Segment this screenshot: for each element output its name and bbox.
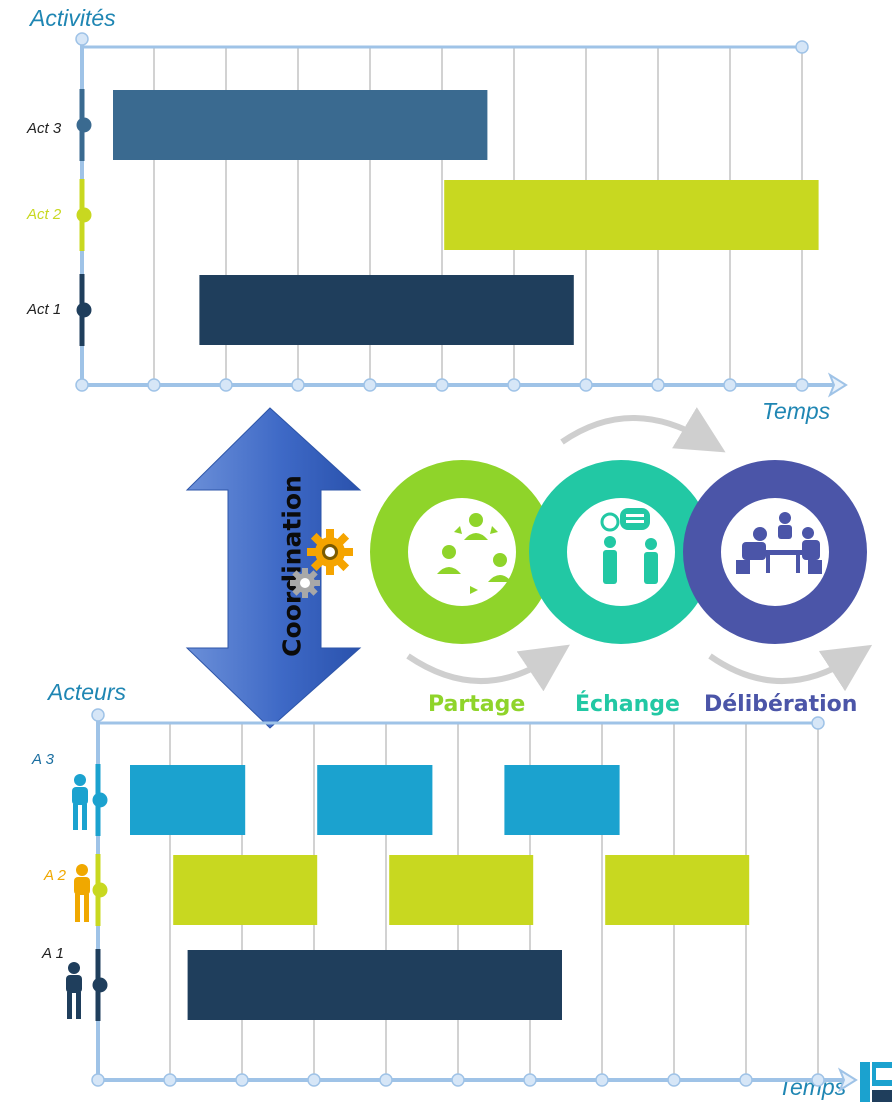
meeting-table-icon — [736, 512, 822, 574]
x-axis-tick-dot — [363, 378, 377, 392]
actors-bars — [130, 765, 750, 1020]
flow-arrow-top — [560, 407, 726, 453]
x-axis-tick-dot — [811, 1073, 825, 1087]
x-axis-arrow-head — [827, 372, 848, 398]
y-axis-end-dot — [75, 32, 89, 46]
x-axis-tick-dot — [739, 1073, 753, 1087]
activity-label-act3: Act 3 — [27, 120, 62, 137]
y-axis-row-dot — [92, 792, 108, 808]
axis-origin-dot — [75, 378, 89, 392]
y-axis-end-dot — [91, 708, 105, 722]
stage-label-echange: Échange — [575, 692, 680, 717]
gantt-bar — [605, 855, 750, 925]
activity-label-act2: Act 2 — [27, 206, 62, 223]
x-axis-tick-dot — [579, 378, 593, 392]
ring-partage — [370, 460, 554, 644]
actors-gantt-chart — [66, 708, 858, 1093]
activities-chart-title: Activités — [30, 5, 116, 31]
frame-end-dot — [795, 40, 809, 54]
flow-arrow-bottom-right — [708, 644, 873, 692]
stage-label-deliberation: Délibération — [704, 692, 858, 717]
y-axis-row-dot — [76, 207, 92, 223]
gantt-bar — [504, 765, 620, 835]
x-axis-tick-dot — [651, 378, 665, 392]
x-axis-tick-dot — [451, 1073, 465, 1087]
x-axis-tick-dot — [595, 1073, 609, 1087]
activities-x-axis-label: Temps — [762, 398, 831, 424]
axis-origin-dot — [91, 1073, 105, 1087]
x-axis-tick-dot — [291, 378, 305, 392]
x-axis-tick-dot — [667, 1073, 681, 1087]
activities-gantt-chart — [75, 32, 848, 398]
logo-fragment — [860, 1062, 892, 1102]
coordination-arrow — [185, 407, 362, 729]
y-axis-row-dot — [92, 977, 108, 993]
x-axis-tick-dot — [163, 1073, 177, 1087]
gantt-bar — [173, 855, 318, 925]
actor-label-a2: A 2 — [44, 867, 66, 884]
x-axis-tick-dot — [235, 1073, 249, 1087]
actor-label-a3: A 3 — [32, 751, 54, 768]
x-axis-arrow-head — [837, 1067, 858, 1093]
gantt-bar — [130, 765, 246, 835]
ring-deliberation — [683, 460, 867, 644]
x-axis-tick-dot — [723, 378, 737, 392]
x-axis-tick-dot — [795, 378, 809, 392]
gantt-bar — [444, 180, 819, 250]
gantt-bar — [113, 90, 488, 160]
gear-small-icon — [290, 568, 320, 598]
person-icon-a3 — [72, 774, 88, 830]
sharing-people-icon — [437, 513, 512, 594]
stage-label-partage: Partage — [428, 692, 526, 717]
actors-chart-title: Acteurs — [48, 679, 126, 705]
x-axis-tick-dot — [435, 378, 449, 392]
x-axis-tick-dot — [379, 1073, 393, 1087]
activities-bars — [113, 90, 819, 345]
activities-axes — [75, 32, 848, 398]
y-axis-row-dot — [76, 302, 92, 318]
x-axis-tick-dot — [507, 378, 521, 392]
person-icon-a1 — [66, 962, 82, 1019]
frame-end-dot — [811, 716, 825, 730]
y-axis-row-dot — [92, 882, 108, 898]
x-axis-tick-dot — [307, 1073, 321, 1087]
gantt-bar — [389, 855, 534, 925]
gantt-bar — [317, 765, 433, 835]
x-axis-tick-dot — [147, 378, 161, 392]
gantt-bar — [187, 950, 562, 1020]
activity-label-act1: Act 1 — [27, 301, 62, 318]
ring-echange — [529, 460, 713, 644]
collaboration-cycle — [370, 407, 873, 692]
actors-axes — [91, 708, 858, 1093]
y-axis-row-dot — [76, 117, 92, 133]
x-axis-tick-dot — [219, 378, 233, 392]
gear-large-icon — [307, 529, 353, 575]
gantt-bar — [199, 275, 574, 345]
flow-arrow-bottom-left — [406, 644, 570, 692]
actor-label-a1: A 1 — [42, 945, 64, 962]
person-icon-a2 — [74, 864, 90, 922]
discussion-people-icon — [600, 508, 658, 584]
x-axis-tick-dot — [523, 1073, 537, 1087]
